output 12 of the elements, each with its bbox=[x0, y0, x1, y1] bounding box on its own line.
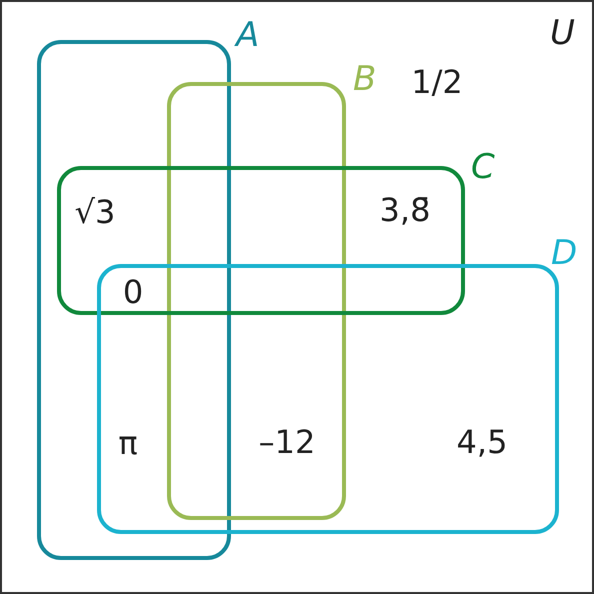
set-element: –12 bbox=[258, 426, 316, 458]
set-label: U bbox=[550, 16, 575, 50]
set-element: √3 bbox=[74, 196, 116, 228]
set-label: C bbox=[471, 150, 495, 184]
set-element: 3,8̄ bbox=[380, 194, 430, 226]
set-label: D bbox=[551, 236, 578, 270]
set-element: 0 bbox=[122, 276, 144, 308]
set-element: π bbox=[118, 427, 138, 459]
set-label: B bbox=[353, 62, 376, 96]
set-element: 4,5 bbox=[456, 426, 508, 458]
set-element: 1/2 bbox=[411, 66, 463, 98]
set-label: A bbox=[236, 18, 260, 52]
